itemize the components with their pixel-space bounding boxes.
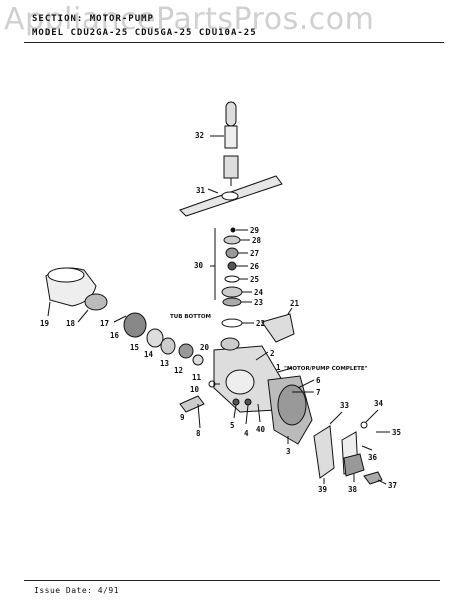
callout-13: 13 bbox=[160, 359, 170, 368]
callout-20: 20 bbox=[200, 343, 210, 352]
callout-31: 31 bbox=[196, 186, 206, 195]
callout-39: 39 bbox=[318, 485, 328, 494]
issue-date: Issue Date: 4/91 bbox=[34, 586, 120, 595]
callout-34: 34 bbox=[374, 399, 384, 408]
part-31-spray-arm bbox=[179, 175, 283, 217]
callout-7: 7 bbox=[316, 388, 321, 397]
callout-35: 35 bbox=[392, 428, 401, 437]
callout-23: 23 bbox=[254, 298, 264, 307]
callout-6: 6 bbox=[316, 376, 321, 385]
callout-5: 5 bbox=[230, 421, 235, 430]
callout-28: 28 bbox=[252, 236, 262, 245]
callout-27: 27 bbox=[250, 249, 259, 258]
callout-25: 25 bbox=[250, 275, 259, 284]
callout-29: 29 bbox=[250, 226, 260, 235]
callout-8: 8 bbox=[196, 429, 201, 438]
callout-12: 12 bbox=[174, 366, 183, 375]
callout-9: 9 bbox=[180, 413, 185, 422]
part-32-spray-tower bbox=[223, 101, 239, 186]
motor-pump-complete-label: "MOTOR/PUMP COMPLETE" bbox=[284, 366, 368, 372]
callout-33: 33 bbox=[340, 401, 350, 410]
section-header: SECTION: MOTOR-PUMP bbox=[32, 14, 154, 24]
callout-10: 10 bbox=[190, 385, 200, 394]
part-19-hose bbox=[45, 267, 97, 307]
callout-36: 36 bbox=[368, 453, 378, 462]
tub-bottom-label: TUB BOTTOM bbox=[170, 314, 211, 320]
callout-3: 3 bbox=[286, 447, 291, 456]
part-1-motor-pump-body bbox=[213, 337, 313, 445]
model-header: MODEL CDU2GA-25 CDU5GA-25 CDU10A-25 bbox=[32, 28, 257, 38]
callout-21: 21 bbox=[290, 299, 300, 308]
callout-2: 2 bbox=[270, 349, 275, 358]
callout-1: 1 bbox=[276, 363, 281, 372]
callout-32: 32 bbox=[195, 131, 204, 140]
callout-22: 22 bbox=[256, 319, 265, 328]
header-rule bbox=[24, 42, 444, 43]
callout-40: 40 bbox=[256, 425, 266, 434]
footer-rule bbox=[24, 580, 440, 581]
callout-17: 17 bbox=[100, 319, 109, 328]
callout-38: 38 bbox=[348, 485, 358, 494]
callout-19: 19 bbox=[40, 319, 50, 328]
callout-26: 26 bbox=[250, 262, 260, 271]
callout-15: 15 bbox=[130, 343, 139, 352]
callout-30: 30 bbox=[194, 261, 204, 270]
watermark: AppliancePartsPros.com bbox=[4, 2, 375, 37]
callout-4: 4 bbox=[244, 429, 249, 438]
callout-18: 18 bbox=[66, 319, 76, 328]
callout-37: 37 bbox=[388, 481, 397, 490]
callout-14: 14 bbox=[144, 350, 154, 359]
callout-16: 16 bbox=[110, 331, 120, 340]
callout-11: 11 bbox=[192, 373, 202, 382]
callout-24: 24 bbox=[254, 288, 264, 297]
